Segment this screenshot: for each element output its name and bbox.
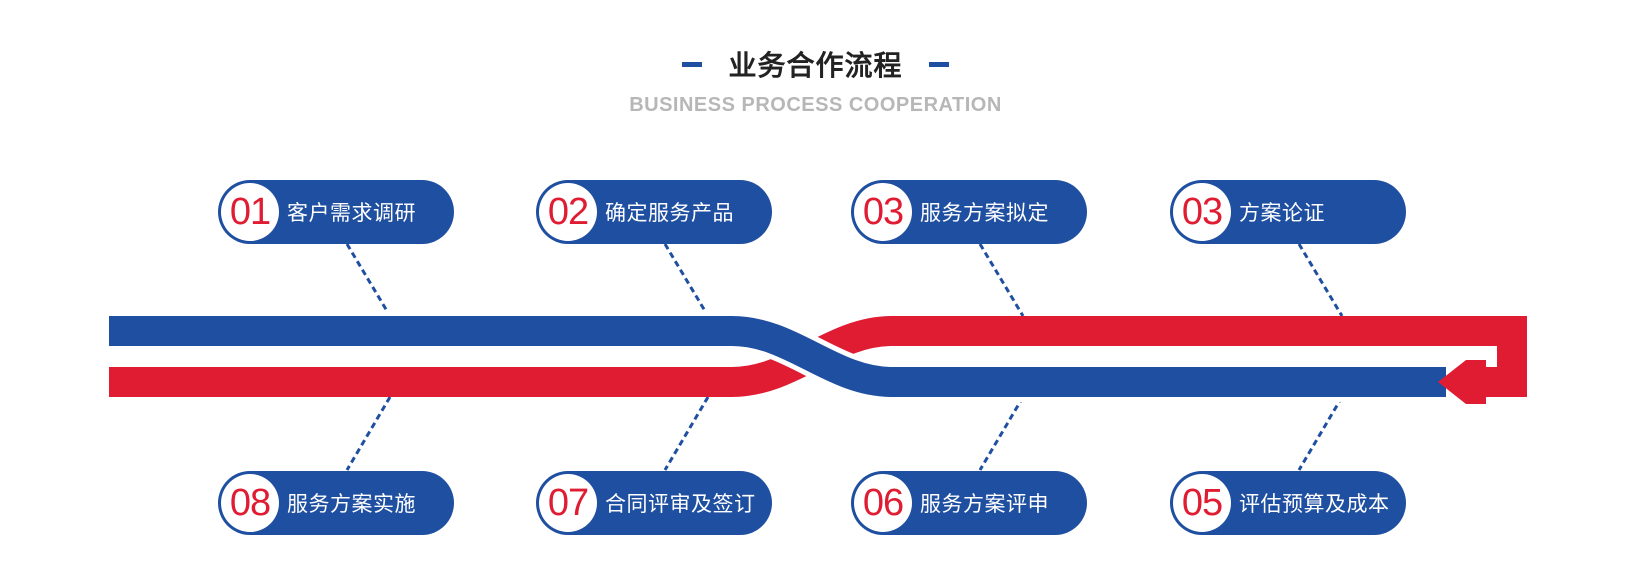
step-number-circle: 05 <box>1173 474 1231 532</box>
step-label: 服务方案评申 <box>920 492 1049 516</box>
connector-04 <box>1297 243 1344 317</box>
step-01: 01 客户需求调研 <box>218 180 454 244</box>
step-number-circle: 02 <box>539 183 597 241</box>
connector-02 <box>663 243 710 317</box>
connector-01 <box>345 243 392 317</box>
bottom-connectors <box>345 396 1344 471</box>
page-subtitle: BUSINESS PROCESS COOPERATION <box>629 94 1002 116</box>
step-label: 合同评审及签订 <box>605 492 756 516</box>
step-number: 03 <box>1181 190 1223 233</box>
step-label: 方案论证 <box>1239 201 1325 225</box>
step-number: 03 <box>862 190 904 233</box>
connector-07 <box>663 396 710 471</box>
step-number-circle: 07 <box>539 474 597 532</box>
connector-08 <box>345 396 392 471</box>
step-label: 确定服务产品 <box>605 201 734 225</box>
step-08: 08 服务方案实施 <box>218 471 454 535</box>
step-number: 07 <box>547 481 589 524</box>
step-label: 服务方案实施 <box>287 492 416 516</box>
step-number: 06 <box>862 481 904 524</box>
blue-stripe <box>109 316 1446 397</box>
step-number: 02 <box>547 190 589 233</box>
step-label: 服务方案拟定 <box>920 201 1049 225</box>
step-number: 05 <box>1181 481 1223 524</box>
step-label: 客户需求调研 <box>287 201 416 225</box>
page-title: 业务合作流程 <box>728 49 903 82</box>
step-02: 02 确定服务产品 <box>536 180 772 244</box>
connector-03 <box>978 243 1025 317</box>
step-number-circle: 08 <box>221 474 279 532</box>
step-07: 07 合同评审及签订 <box>536 471 772 535</box>
connector-05 <box>1297 396 1344 471</box>
header: 业务合作流程 BUSINESS PROCESS COOPERATION <box>0 44 1631 117</box>
arrow-left-icon <box>1438 360 1486 404</box>
step-label: 评估预算及成本 <box>1239 492 1390 516</box>
step-03: 03 服务方案拟定 <box>851 180 1087 244</box>
step-06: 06 服务方案评申 <box>851 471 1087 535</box>
step-number: 08 <box>229 481 271 524</box>
title-dash-left <box>682 61 703 67</box>
connector-06 <box>978 396 1025 471</box>
title-dash-right <box>928 61 949 67</box>
step-05: 05 评估预算及成本 <box>1170 471 1406 535</box>
step-number: 01 <box>229 190 271 233</box>
title-row: 业务合作流程 <box>0 44 1631 84</box>
step-number-circle: 01 <box>221 183 279 241</box>
step-04: 03 方案论证 <box>1170 180 1406 244</box>
step-number-circle: 06 <box>854 474 912 532</box>
top-connectors <box>345 243 1344 317</box>
step-number-circle: 03 <box>854 183 912 241</box>
step-number-circle: 03 <box>1173 183 1231 241</box>
